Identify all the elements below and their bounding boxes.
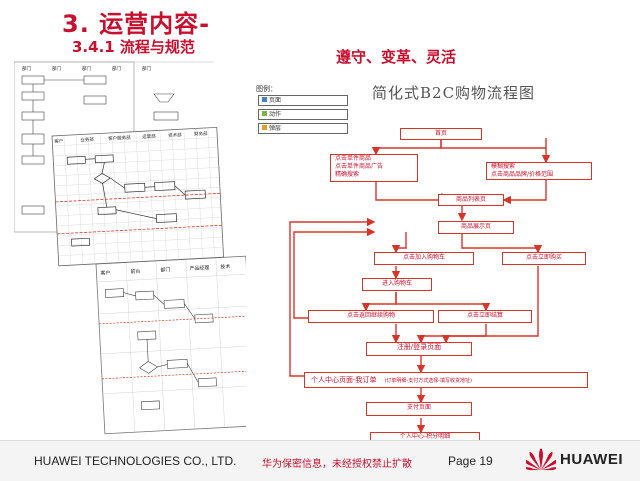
node-right-entry: 模糊搜索 点击商品品牌/价格范围	[486, 162, 592, 180]
middle-header-3: 运营部	[142, 133, 156, 141]
node-order-center: 个人中心页面-我订单 (订单明细-支付方式选择-填写收货地址)	[304, 372, 588, 388]
legend-swatch-action	[262, 111, 267, 116]
middle-header-2: 客户服务部	[108, 134, 131, 142]
footer-page-number: Page 19	[448, 454, 493, 468]
node-cart: 进入购物车	[362, 278, 432, 291]
node-order-center-label: 个人中心页面-我订单	[311, 376, 377, 384]
bottom-header-1: 前台	[130, 268, 140, 276]
bottom-header-2: 部门	[160, 266, 170, 274]
top-row-0: 部门	[22, 65, 31, 72]
node-payment: 支付页面	[366, 402, 472, 416]
node-home: 首页	[400, 128, 482, 140]
legend-item-popup: 弹层	[258, 123, 348, 134]
bottom-header-3: 产品经理	[189, 264, 209, 272]
top-row-2: 部门	[82, 65, 91, 72]
node-product-detail: 商品展示页	[438, 221, 514, 234]
legend-header: 图例：	[256, 85, 277, 93]
legend-label-action: 动作	[269, 111, 282, 118]
huawei-logo-icon	[526, 448, 556, 471]
middle-header-0: 客户	[54, 137, 63, 144]
middle-header-1: 业务部	[80, 136, 94, 144]
legend-label-popup: 弹层	[269, 125, 282, 132]
huawei-logo-text: HUAWEI	[560, 451, 623, 468]
node-login-register: 注册/登录页面	[366, 342, 472, 356]
b2c-flowchart-connectors	[289, 138, 551, 434]
legend-item-action: 动作	[258, 109, 348, 120]
node-checkout: 点击立即结算	[438, 310, 532, 323]
top-row-3: 部门	[112, 65, 121, 72]
process-diagram-sheet-3: 客户 前台 部门 产品经理 技术	[95, 255, 254, 435]
top-row-4: 部门	[142, 65, 151, 72]
node-order-center-note: (订单明细-支付方式选择-填写收货地址)	[384, 378, 472, 384]
node-add-to-cart: 点击加入购物车	[374, 252, 474, 265]
process-diagram-sheet-2: 客户 业务部 客户服务部 运营部 技术部 财务部	[51, 126, 224, 267]
top-row-1: 部门	[52, 65, 61, 72]
slide-tagline: 遵守、变革、灵活	[336, 48, 457, 66]
process-diagram-stack: 客户 前台 部门 产品经理 技术 部门 部门 部门 部门 部门	[14, 61, 254, 435]
slide-subtitle: 3.4.1 流程与规范	[72, 38, 195, 56]
legend-item-page: 页面	[258, 95, 348, 106]
legend-label-page: 页面	[269, 97, 282, 104]
middle-header-5: 财务部	[194, 130, 208, 138]
footer-confidential-notice: 华为保密信息，未经授权禁止扩散	[262, 459, 412, 470]
bottom-header-0: 客户	[100, 269, 110, 277]
node-buy-now: 点击立即购买	[502, 252, 586, 265]
middle-header-4: 技术部	[168, 131, 182, 139]
node-points: 个人中心-积分明细	[370, 432, 480, 440]
legend-swatch-page	[262, 97, 267, 102]
b2c-flowchart-title: 简化式B2C购物流程图	[372, 84, 536, 102]
slide-title: 3. 运营内容-	[62, 10, 211, 38]
legend-swatch-popup	[262, 125, 267, 130]
footer-company: HUAWEI TECHNOLOGIES CO., LTD.	[34, 454, 237, 468]
bottom-header-4: 技术	[220, 263, 230, 271]
node-left-entry: 点击单件商品 点击单件商品广告 精确搜索	[330, 154, 418, 182]
node-continue-shopping: 点击返回继续购物	[308, 310, 434, 323]
node-product-list: 商品列表页	[438, 194, 504, 206]
